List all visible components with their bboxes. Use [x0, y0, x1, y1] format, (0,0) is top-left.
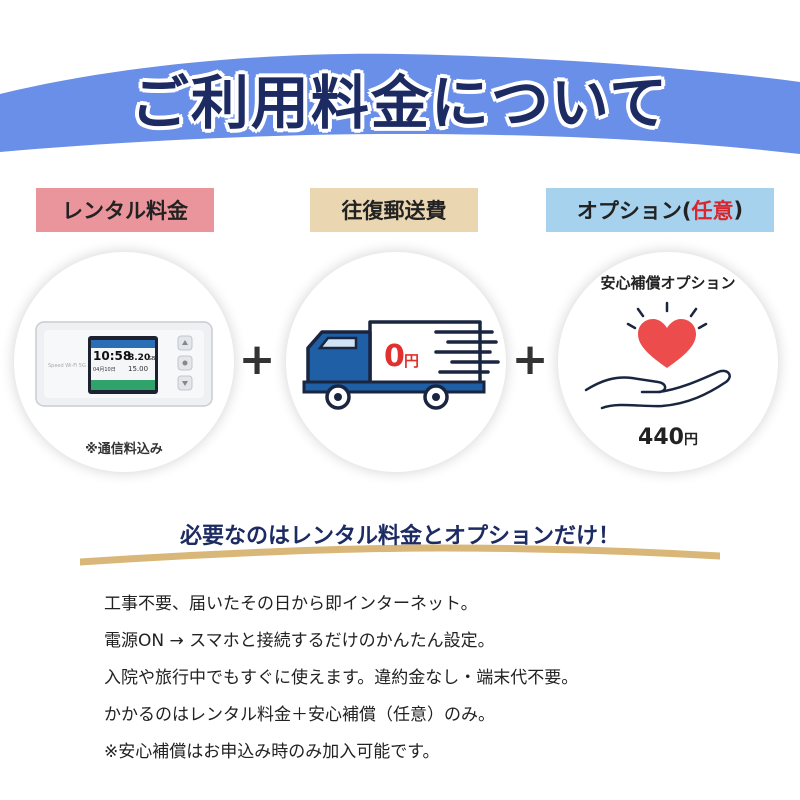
option-price-value: 440 [638, 425, 684, 450]
device-data-value2: 15.00 [128, 365, 148, 373]
summary-line: 入院や旅行中でもすぐに使えます。違約金なし・端末代不要。 [104, 668, 579, 688]
plus-sign-2: + [511, 334, 549, 385]
summary-line: 電源ON → スマホと接続するだけのかんたん設定。 [104, 631, 495, 651]
rental-card: Speed Wi-Fi 5G X11 10:58 8.20 GB 04月10日 … [14, 252, 234, 472]
banner-background [0, 53, 800, 154]
svg-text:Speed Wi-Fi 5G X11: Speed Wi-Fi 5G X11 [48, 363, 97, 369]
wifi-router-icon: Speed Wi-Fi 5G X11 10:58 8.20 GB 04月10日 … [35, 321, 213, 407]
summary-line: ※安心補償はお申込み時のみ加入可能です。 [104, 742, 440, 762]
shipping-price-unit: 円 [404, 352, 419, 370]
device-time: 10:58 [93, 349, 131, 363]
label-option-prefix: オプション( [576, 199, 692, 223]
option-card: 安心補償オプション 440円 [558, 252, 778, 472]
delivery-truck-icon: 0 円 [302, 320, 500, 410]
label-rental-fee: レンタル料金 [36, 188, 214, 232]
summary-headline: 必要なのはレンタル料金とオプションだけ！ [179, 524, 620, 549]
label-option-emphasis: 任意 [691, 199, 734, 223]
plus-sign-1: + [238, 334, 276, 385]
shipping-card: 0 円 [286, 252, 506, 472]
device-data-value: 8.20 [128, 353, 150, 363]
page-title: ご利用料金について [130, 69, 670, 137]
heart-hand-icon [584, 301, 731, 410]
device-data-unit: GB [148, 356, 156, 362]
device-date: 04月10日 [93, 367, 116, 373]
option-price: 440円 [558, 425, 778, 450]
option-price-unit: 円 [683, 432, 698, 448]
shipping-price: 0 [384, 339, 405, 374]
summary-lines: 工事不要、届いたその日から即インターネット。 電源ON → スマホと接続するだけ… [104, 586, 744, 771]
label-option-suffix: ) [733, 198, 744, 222]
option-title: 安心補償オプション [600, 274, 736, 292]
summary-underline [80, 544, 720, 566]
title-banner: ご利用料金について [0, 42, 800, 154]
label-shipping-fee: 往復郵送費 [310, 188, 478, 232]
summary-banner: 必要なのはレンタル料金とオプションだけ！ [80, 512, 720, 568]
summary-line: 工事不要、届いたその日から即インターネット。 [104, 594, 478, 614]
label-option-fee: オプション(任意) [546, 188, 774, 232]
rental-note: ※通信料込み [85, 442, 163, 457]
summary-line: かかるのはレンタル料金＋安心補償（任意）のみ。 [104, 705, 495, 725]
